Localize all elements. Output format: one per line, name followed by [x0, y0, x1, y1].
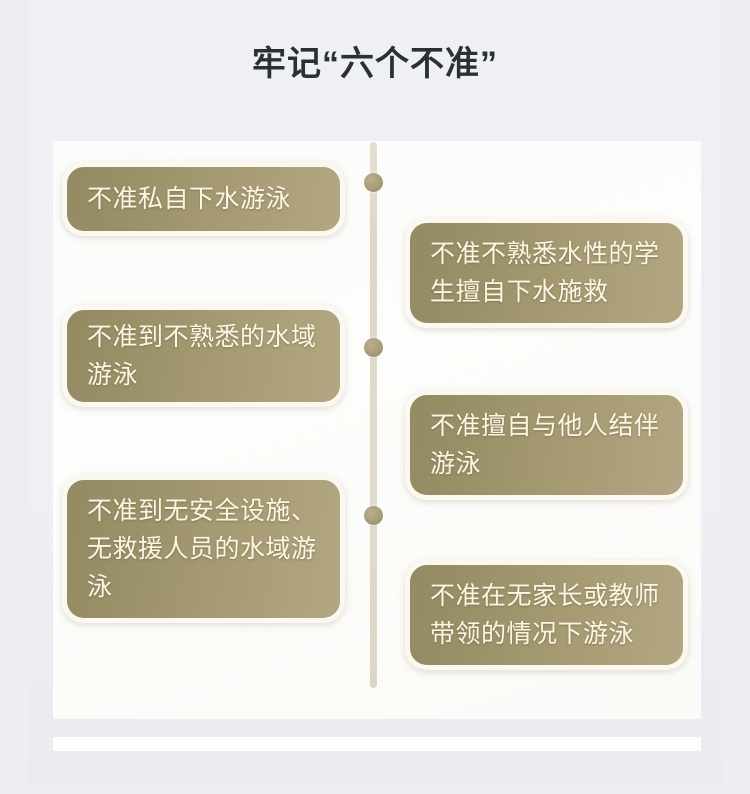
rule-card-2-text: 不准到不熟悉的水域游泳 [87, 323, 317, 389]
rule-card-4-text: 不准不熟悉水性的学生擅自下水施救 [430, 240, 660, 306]
rule-card-3-text: 不准到无安全设施、无救援人员的水域游泳 [87, 497, 317, 601]
bottom-decorative-strip [53, 737, 701, 751]
timeline-dot-icon-2 [364, 338, 383, 357]
rule-card-1[interactable]: 不准私自下水游泳 [62, 162, 345, 236]
rule-card-6-text: 不准在无家长或教师带领的情况下游泳 [430, 582, 660, 648]
rule-card-6[interactable]: 不准在无家长或教师带领的情况下游泳 [405, 560, 688, 670]
timeline-dot-icon-1 [364, 173, 383, 192]
timeline-line [370, 142, 377, 688]
rule-card-5[interactable]: 不准擅自与他人结伴游泳 [405, 390, 688, 500]
timeline-dot-icon-3 [364, 506, 383, 525]
rule-card-2[interactable]: 不准到不熟悉的水域游泳 [62, 305, 345, 407]
page-title: 牢记“六个不准” [252, 45, 498, 83]
rule-card-5-text: 不准擅自与他人结伴游泳 [430, 412, 660, 478]
rule-card-4[interactable]: 不准不熟悉水性的学生擅自下水施救 [405, 218, 688, 328]
rule-card-3[interactable]: 不准到无安全设施、无救援人员的水域游泳 [62, 475, 345, 623]
rule-card-1-text: 不准私自下水游泳 [87, 185, 292, 213]
